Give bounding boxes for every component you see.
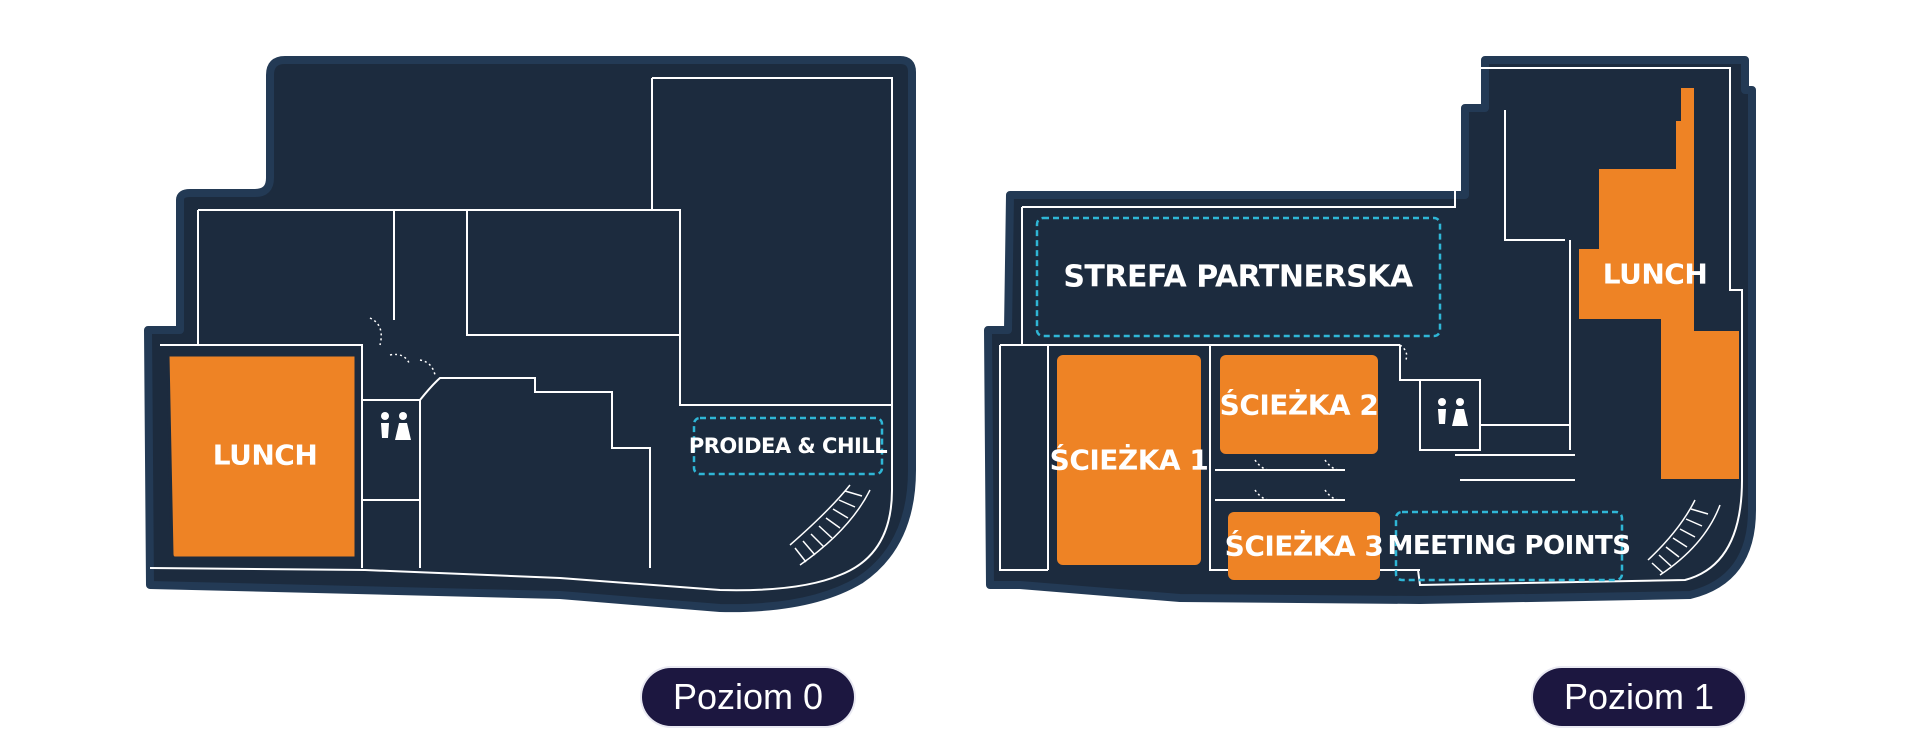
level-1-track-2-room[interactable]: ŚCIEŻKA 2 [1220, 355, 1379, 454]
level-1-partner-label: STREFA PARTNERSKA [1063, 260, 1414, 295]
level-0-lunch-label: LUNCH [213, 439, 318, 472]
door-icon [1254, 344, 1408, 501]
level-1-meeting-zone[interactable]: MEETING POINTS [1387, 510, 1631, 582]
level-1-lunch-room[interactable]: LUNCH [1577, 86, 1741, 481]
level-1-track-3-label: ŚCIEŻKA 3 [1225, 529, 1384, 563]
level-0-lunch-room[interactable]: LUNCH [166, 353, 358, 560]
stairs-icon [789, 484, 871, 566]
level-1-partner-zone[interactable]: STREFA PARTNERSKA [1035, 216, 1442, 338]
level-1-walls [999, 67, 1743, 587]
level-1-track-2-label: ŚCIEŻKA 2 [1220, 388, 1379, 422]
level-1-track-3-room[interactable]: ŚCIEŻKA 3 [1225, 512, 1384, 580]
stairs-icon [1647, 499, 1721, 576]
level-0-badge: Poziom 0 [642, 668, 854, 726]
restroom-icon [381, 412, 411, 440]
level-0-plan: LUNCH PROIDEA & CHILL [144, 56, 916, 613]
level-1-meeting-label: MEETING POINTS [1387, 531, 1630, 561]
level-0-chill-label: PROIDEA & CHILL [689, 434, 887, 458]
level-1-lunch-label: LUNCH [1603, 258, 1708, 291]
level-1-plan: STREFA PARTNERSKA ŚCIEŻKA 1 ŚCIEŻKA 2 ŚC… [984, 56, 1756, 604]
level-0-walls [149, 77, 893, 592]
restroom-icon [1438, 398, 1468, 426]
level-1-badge: Poziom 1 [1533, 668, 1745, 726]
level-1-track-1-room[interactable]: ŚCIEŻKA 1 [1050, 355, 1209, 565]
level-0-chill-zone[interactable]: PROIDEA & CHILL [689, 416, 888, 476]
door-icon [369, 317, 436, 376]
level-1-track-1-label: ŚCIEŻKA 1 [1050, 443, 1209, 477]
